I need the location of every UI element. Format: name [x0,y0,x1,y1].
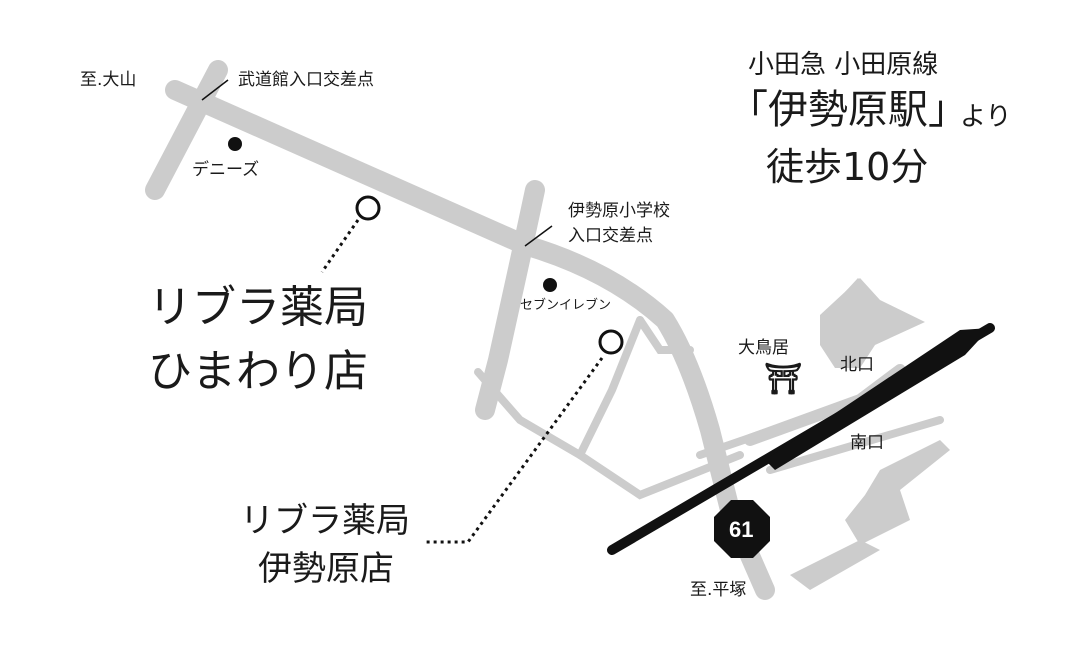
dennys-marker [228,137,242,151]
intersection-budokan: 武道館入口交差点 [238,70,374,90]
store-himawari-name: リブラ薬局 [148,282,368,333]
leader-lines [201,79,553,247]
leader-school [524,225,553,247]
leader-budokan [201,79,229,101]
route-61-shield [714,500,770,558]
plaza-south [845,440,950,545]
plaza-north-arm [845,278,870,304]
access-station: 「伊勢原駅」 [728,87,968,133]
store-marker-himawari [355,195,381,221]
intersection-school-line2: 入口交差点 [568,226,653,246]
torii-label: 大鳥居 [738,338,789,358]
station-platform [765,328,990,470]
access-line: 小田急 小田原線 [748,50,939,80]
road-north-branch [145,60,228,200]
connector-himawari [320,219,360,273]
store-isehara-branch: 伊勢原店 [258,549,394,589]
plaza-north [820,278,925,368]
road-school [475,180,545,420]
store-himawari-branch: ひまわり店 [148,346,368,397]
exit-north: 北口 [840,355,874,375]
plaza-south-road [790,540,880,590]
direction-south: 至.平塚 [690,580,747,600]
torii-icon: ⛩ [764,362,803,397]
minor-road [576,316,644,459]
store-isehara-name: リブラ薬局 [240,501,410,541]
route-number: 61 [729,517,754,542]
landmark-dennys: デニーズ [192,160,260,180]
access-yori: より [960,102,1012,132]
access-walk: 徒歩10分 [766,145,929,189]
landmark-seven: セブンイレブン [520,298,612,313]
exit-south: 南口 [850,433,884,453]
seven-marker [543,278,557,292]
intersection-school-line1: 伊勢原小学校 [568,201,670,221]
road-main-diagonal [165,80,775,600]
direction-north: 至.大山 [80,70,137,90]
store-marker-isehara [598,329,624,355]
road-east-lower [766,416,944,474]
main-roads [145,60,775,600]
